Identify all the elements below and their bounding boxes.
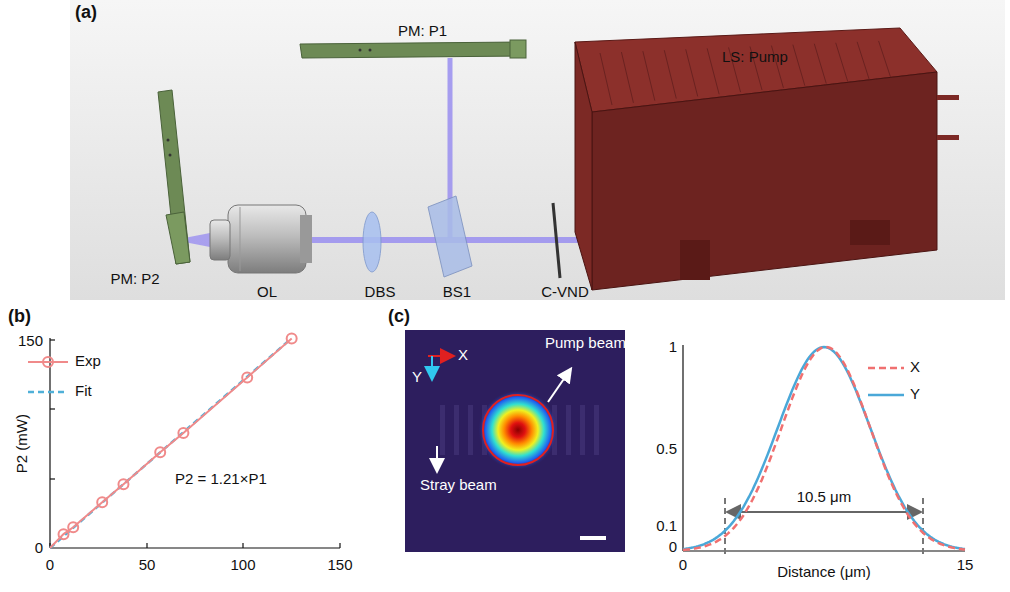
tick-label: 0.5 [656,440,677,457]
fin [643,51,655,101]
fin [664,50,676,98]
panel-background [70,0,1005,300]
fin [600,53,612,105]
x-profile [683,347,965,550]
axis-name: Y [412,368,422,385]
panel-label: (c) [388,306,410,327]
panel-label: (b) [8,306,31,327]
exp-point [59,529,69,539]
exp-point [68,522,78,532]
tick-label: 50 [139,556,156,573]
callout-label: Pump beam [545,334,626,351]
laser-source [575,28,959,290]
fin [707,48,719,94]
fringe [454,405,459,455]
part-name: LS: Pump [722,48,788,65]
axis-name: X [458,346,468,363]
fin [857,42,869,79]
fit-line [50,338,292,548]
y-profile [683,347,965,549]
fringe [580,405,585,455]
exp-line [50,339,292,548]
axis-title: Distance (μm) [777,563,871,580]
pump-circle [483,395,553,465]
beam-splitter [428,196,472,277]
dichroic-beam-splitter [363,212,381,272]
fin [814,44,826,84]
fin [793,45,805,86]
power-plot-axes [50,338,340,548]
tick-label: 0 [679,556,687,573]
fin [879,41,891,77]
legend-samples [28,357,68,392]
fringe [440,405,445,455]
tick-label: 150 [327,556,352,573]
exp-point [118,479,128,489]
part-name: C-VND [541,283,589,300]
exp-point [242,372,252,382]
stray-pointer [436,446,438,470]
fringe [566,405,571,455]
axis-title: P2 (mW) [13,414,30,473]
exp-point [97,497,107,507]
fringe [468,405,473,455]
tick-label: 0 [46,556,54,573]
objective-lens [210,205,312,273]
exp-point [287,334,297,344]
scale-bar [580,536,606,540]
power-meter-p1 [300,40,526,58]
tick-label: 100 [230,556,255,573]
tick-label: 0.1 [656,517,677,534]
power-meter-p2 [158,90,190,264]
part-name: OL [257,283,277,300]
tick-label: 0 [669,538,677,555]
legend-label: Fit [75,382,92,399]
fringe [594,405,599,455]
fin [621,52,633,103]
exp-point [155,447,165,457]
fin [686,49,698,96]
part-name: PM: P2 [110,270,159,287]
pump-pointer [548,370,570,402]
tick-label: 15 [957,556,974,573]
variable-nd-filter [553,203,560,278]
panel-label: (a) [75,2,97,23]
callout-label: Stray beam [420,476,497,493]
fit-equation: P2 = 1.21×P1 [175,470,267,487]
profile-curves [683,347,965,550]
dimension-label: 10.5 μm [794,488,855,505]
width-marks [725,498,923,556]
beam-image [405,330,625,552]
tick-label: 150 [18,332,43,349]
power-data [50,334,297,548]
beam-spot [478,390,558,470]
y-arrow [431,356,433,378]
part-name: DBS [365,283,396,300]
fin [836,43,848,82]
legend-label: X [910,358,920,375]
legend-samples [868,368,904,395]
exp-point [178,428,188,438]
tick-label: 0 [35,539,43,556]
tick-label: 1 [669,338,677,355]
legend-label: Exp [75,352,101,369]
legend-label: Y [910,385,920,402]
part-name: PM: P1 [398,22,447,39]
part-name: BS1 [443,283,471,300]
